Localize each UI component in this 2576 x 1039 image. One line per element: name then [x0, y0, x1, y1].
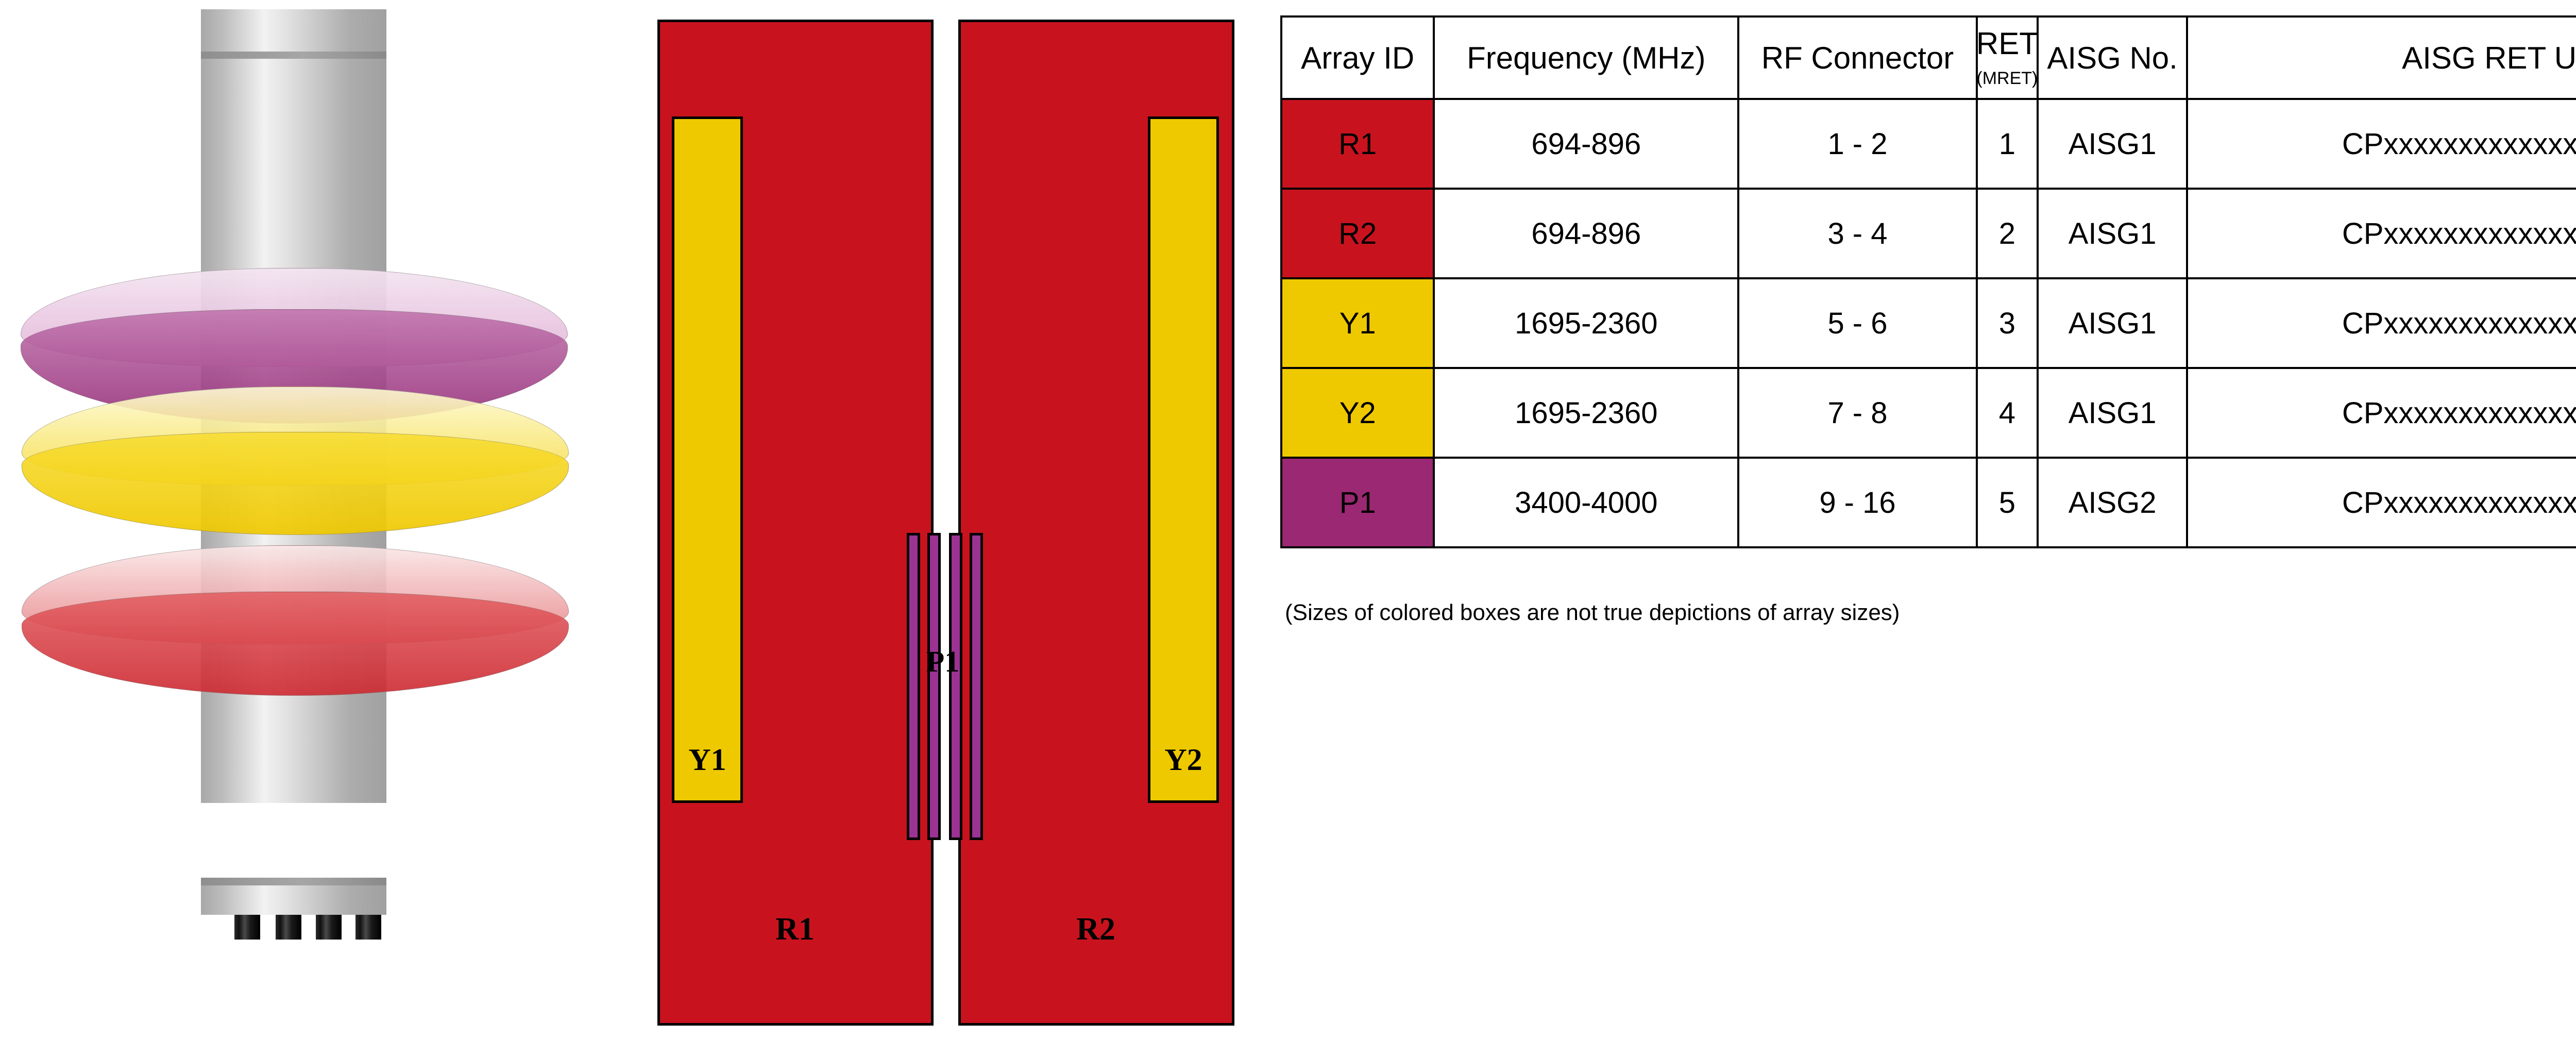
- cell-array-id: P1: [1280, 457, 1435, 548]
- cell-array-id: Y1: [1280, 277, 1435, 369]
- panel-label-r1: R1: [775, 912, 815, 947]
- cell-aisg-no: AISG1: [2036, 367, 2189, 459]
- beam-lobe-red-lower: [22, 592, 569, 696]
- panel-label-p1: P1: [926, 645, 960, 678]
- header-aisg-ret-uid: AISG RET UID: [2186, 15, 2576, 100]
- header-ret: RET (MRET): [1975, 15, 2039, 100]
- cell-ret: 2: [1975, 188, 2039, 279]
- connector-pin-3: [316, 915, 342, 940]
- array-configuration-table: Array ID Frequency (MHz) RF Connector RE…: [1280, 15, 2576, 548]
- cell-ret: 1: [1975, 98, 2039, 190]
- header-frequency: Frequency (MHz): [1433, 15, 1740, 100]
- cell-aisg-no: AISG1: [2036, 98, 2189, 190]
- cell-ret: 4: [1975, 367, 2039, 459]
- cell-aisg-no: AISG1: [2036, 277, 2189, 369]
- table-row: Y1 1695-2360 5 - 6 3 AISG1 CPxxxxxxxxxxx…: [1280, 277, 2576, 369]
- cell-frequency: 3400-4000: [1433, 457, 1740, 548]
- cell-rf-connector: 1 - 2: [1737, 98, 1978, 190]
- cell-array-id: R2: [1280, 188, 1435, 279]
- array-panel-diagram: Y1 Y2 R1 R2 P1: [657, 14, 1245, 1029]
- cell-ret: 3: [1975, 277, 2039, 369]
- table-footnote: (Sizes of colored boxes are not true dep…: [1285, 600, 1900, 625]
- cell-rf-connector: 9 - 16: [1737, 457, 1978, 548]
- panel-label-y2: Y2: [1164, 743, 1202, 777]
- cell-frequency: 694-896: [1433, 98, 1740, 190]
- antenna-mast-upper-ring: [201, 52, 386, 59]
- cell-frequency: 1695-2360: [1433, 277, 1740, 369]
- cell-aisg-ret-uid: CPxxxxxxxxxxxxxxMM.2: [2186, 188, 2576, 279]
- cell-ret: 5: [1975, 457, 2039, 548]
- cell-aisg-no: AISG2: [2036, 457, 2189, 548]
- header-array-id: Array ID: [1280, 15, 1435, 100]
- cell-aisg-ret-uid: CPxxxxxxxxxxxxxxMM.4: [2186, 367, 2576, 459]
- connector-pin-1: [234, 915, 260, 940]
- connector-pin-2: [276, 915, 301, 940]
- yellow-array-y2: [1148, 116, 1219, 803]
- yellow-array-y1: [672, 116, 743, 803]
- purple-array-strip-3: [949, 533, 962, 840]
- cell-rf-connector: 7 - 8: [1737, 367, 1978, 459]
- antenna-illustration: [0, 0, 608, 1039]
- purple-array-strip-2: [927, 533, 941, 840]
- cell-frequency: 1695-2360: [1433, 367, 1740, 459]
- antenna-mast-top-segment: [201, 9, 386, 52]
- cell-aisg-ret-uid: CPxxxxxxxxxxxxxxMM.1: [2186, 457, 2576, 548]
- purple-array-strip-4: [970, 533, 983, 840]
- table-row: R1 694-896 1 - 2 1 AISG1 CPxxxxxxxxxxxxx…: [1280, 98, 2576, 190]
- table-row: Y2 1695-2360 7 - 8 4 AISG1 CPxxxxxxxxxxx…: [1280, 367, 2576, 459]
- table-header-row: Array ID Frequency (MHz) RF Connector RE…: [1280, 15, 2576, 100]
- antenna-mast-lower-ring: [201, 878, 386, 885]
- cell-frequency: 694-896: [1433, 188, 1740, 279]
- table-row: P1 3400-4000 9 - 16 5 AISG2 CPxxxxxxxxxx…: [1280, 457, 2576, 548]
- panel-label-r2: R2: [1076, 912, 1115, 947]
- purple-array-strip-1: [907, 533, 920, 840]
- header-aisg-no: AISG No.: [2036, 15, 2189, 100]
- cell-rf-connector: 3 - 4: [1737, 188, 1978, 279]
- panel-label-y1: Y1: [688, 743, 726, 777]
- array-configuration-table-wrapper: Array ID Frequency (MHz) RF Connector RE…: [1280, 15, 2576, 548]
- connector-pin-4: [355, 915, 381, 940]
- header-rf-connector: RF Connector: [1737, 15, 1978, 100]
- header-ret-sub: (MRET): [1976, 68, 2038, 88]
- antenna-mast-base-segment: [201, 885, 386, 915]
- cell-rf-connector: 5 - 6: [1737, 277, 1978, 369]
- beam-lobe-yellow-lower: [22, 432, 569, 535]
- cell-aisg-no: AISG1: [2036, 188, 2189, 279]
- cell-aisg-ret-uid: CPxxxxxxxxxxxxxxMM.3: [2186, 277, 2576, 369]
- cell-array-id: Y2: [1280, 367, 1435, 459]
- cell-aisg-ret-uid: CPxxxxxxxxxxxxxxMM.1: [2186, 98, 2576, 190]
- header-ret-main: RET: [1976, 26, 2038, 61]
- cell-array-id: R1: [1280, 98, 1435, 190]
- table-row: R2 694-896 3 - 4 2 AISG1 CPxxxxxxxxxxxxx…: [1280, 188, 2576, 279]
